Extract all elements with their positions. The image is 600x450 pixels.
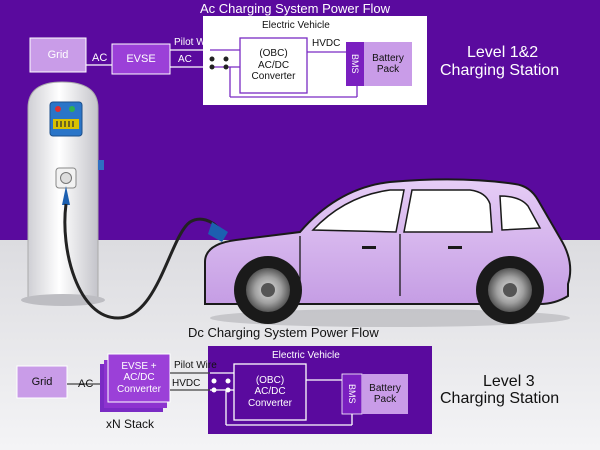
dc-battery-label: Battery Pack <box>369 382 401 406</box>
dc-stack-label: xN Stack <box>106 417 155 431</box>
ac-obc-label: (OBC) AC/DC Converter <box>251 48 296 83</box>
ac-right-label: AC <box>178 54 192 65</box>
ac-bms-box <box>346 42 364 86</box>
ac-station-line1: Level 1&2 <box>467 44 539 61</box>
charging-station-pillar <box>21 81 105 306</box>
charging-plug <box>208 222 228 242</box>
dc-hvdc-label: HVDC <box>172 378 201 389</box>
ac-grid-box <box>29 37 87 73</box>
dc-bms-label: BMS <box>347 384 358 404</box>
ac-hvdc-label: HVDC <box>312 38 341 49</box>
ac-evse-label: EVSE <box>126 52 156 65</box>
ac-station-line2: Charging Station <box>440 62 560 79</box>
ac-grid-label: Grid <box>47 48 69 61</box>
dc-grid-label: Grid <box>31 375 53 388</box>
dc-diagram-shapes <box>16 346 432 434</box>
dc-battery-box <box>362 374 408 414</box>
dc-station-line1: Level 3 <box>483 373 535 390</box>
dc-evse-box <box>107 353 171 403</box>
ac-evse-box <box>111 43 171 75</box>
ac-obc-box <box>239 37 308 94</box>
dc-evse-label: EVSE + AC/DC Converter <box>117 360 161 395</box>
ac-battery-label: Battery Pack <box>372 52 404 76</box>
dc-ac-label: AC <box>78 378 94 390</box>
dc-ev-title: Electric Vehicle <box>272 350 340 361</box>
dc-obc-label: (OBC) AC/DC Converter <box>248 374 292 409</box>
ac-bms-label: BMS <box>350 54 361 74</box>
ac-diagram-shapes <box>29 16 427 105</box>
dc-diagram-title: Dc Charging System Power Flow <box>188 325 379 340</box>
charging-cable <box>63 203 222 320</box>
electric-car <box>204 178 572 327</box>
dc-obc-box <box>233 363 307 421</box>
dc-station-line2: Charging Station <box>440 390 560 407</box>
dc-grid-box <box>16 365 68 399</box>
ac-pilot-wire-label: Pilot Wire <box>174 37 217 48</box>
dc-pilot-wire-label: Pilot Wire <box>174 360 217 371</box>
ac-ev-title: Electric Vehicle <box>262 20 330 31</box>
ac-battery-box <box>364 42 412 86</box>
ac-left-label: AC <box>92 52 108 64</box>
ac-diagram-title: Ac Charging System Power Flow <box>200 1 391 16</box>
